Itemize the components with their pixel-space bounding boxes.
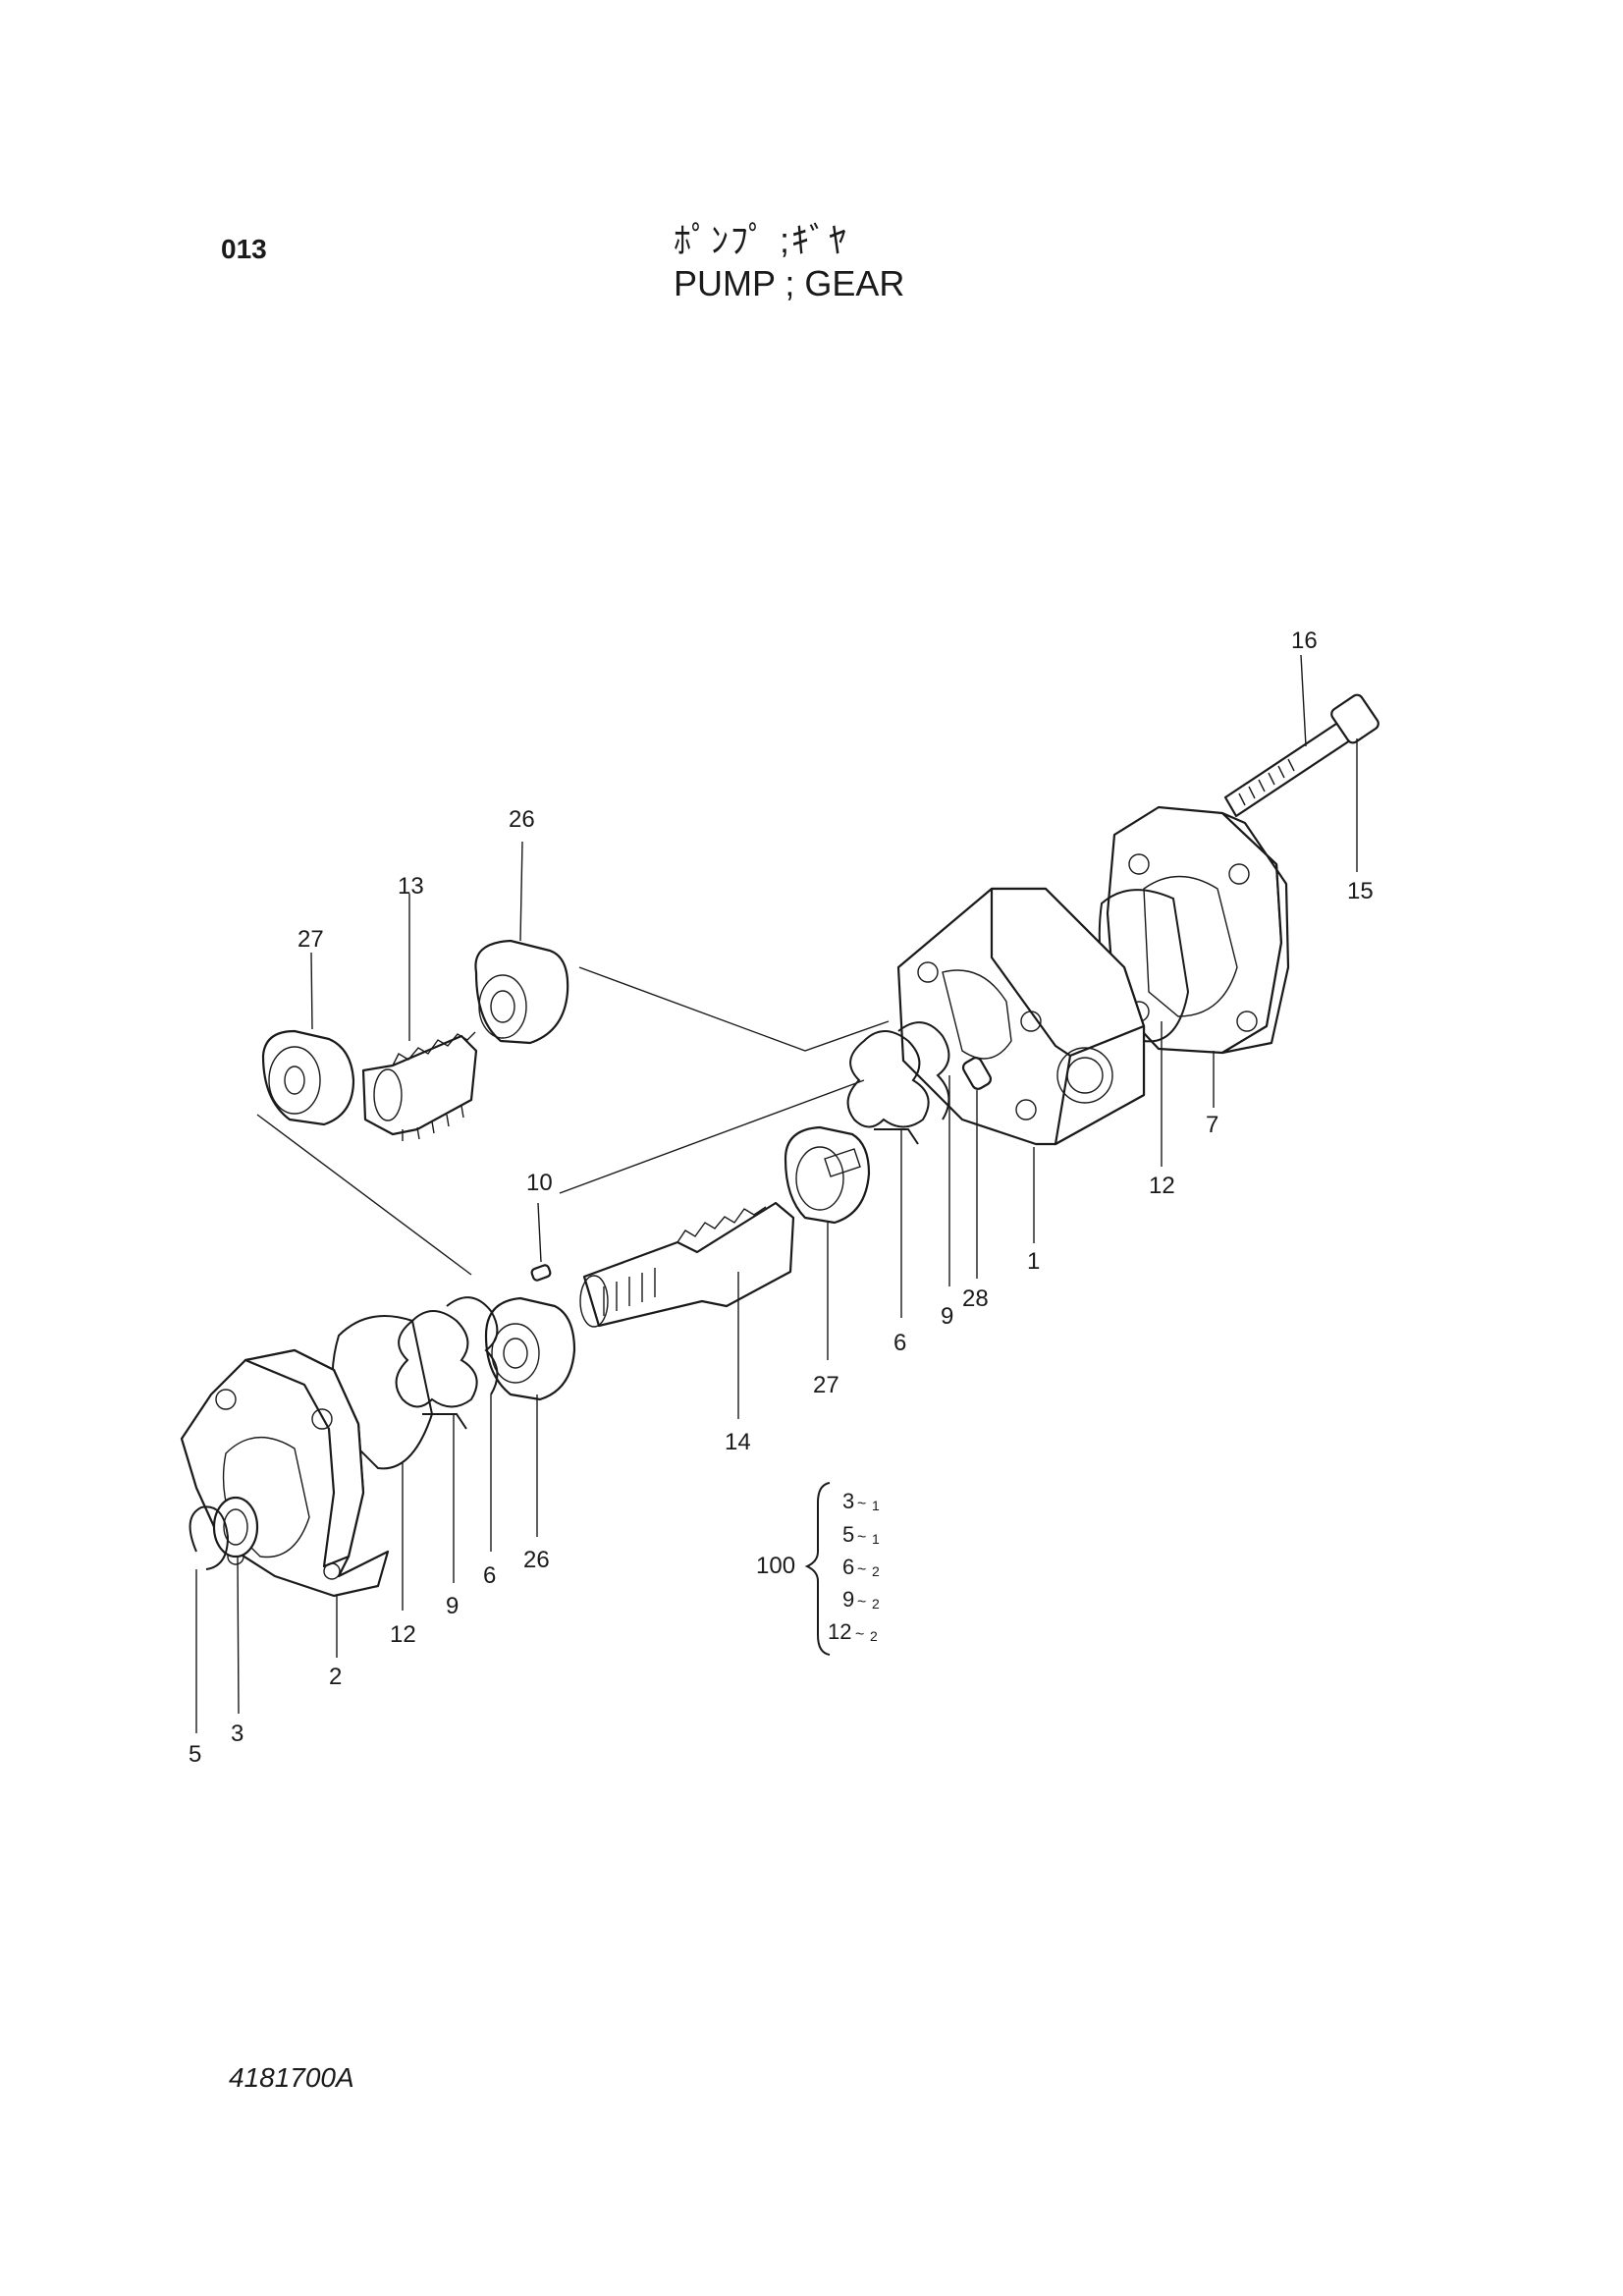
callout-6-left: 6: [483, 1562, 496, 1589]
callout-10: 10: [526, 1170, 553, 1196]
bushing-part-middle: [784, 1125, 871, 1225]
kit-number: 100: [756, 1553, 795, 1579]
kit-item-tilde: ~: [857, 1561, 866, 1578]
assembly-leader-lines: [256, 966, 890, 1276]
dowel-pin-part: [961, 1057, 993, 1090]
kit-item-qty: 1: [872, 1498, 880, 1513]
callout-28: 28: [962, 1285, 989, 1312]
kit-item-qty: 2: [872, 1563, 880, 1579]
kit-item-qty: 1: [872, 1531, 880, 1547]
callout-1: 1: [1027, 1248, 1040, 1275]
kit-item-tilde: ~: [857, 1496, 866, 1512]
kit-item-qty: 2: [870, 1628, 878, 1644]
callout-26-lower: 26: [523, 1547, 550, 1573]
kit-item: 9 ~ 2: [842, 1587, 880, 1612]
kit-item-part: 6: [842, 1555, 854, 1579]
bushing-part-top: [474, 939, 569, 1045]
callout-14: 14: [725, 1429, 751, 1455]
callout-15: 15: [1347, 878, 1374, 904]
drawing-number: 4181700A: [229, 2062, 354, 2093]
callout-9-right: 9: [941, 1303, 953, 1330]
kit-item: 6 ~ 2: [842, 1555, 880, 1579]
drive-shaft-gear-part: [579, 1201, 795, 1328]
kit-item-part: 5: [842, 1522, 854, 1547]
bushing-part-left-top: [261, 1029, 355, 1126]
callout-leader-lines: [195, 654, 1358, 1733]
callout-16: 16: [1291, 628, 1318, 654]
kit-item-qty: 2: [872, 1596, 880, 1612]
callout-2: 2: [329, 1664, 342, 1690]
callout-labels: 16 15 26 13 27 7 12 1 28 9 6 10 27 14 26…: [189, 628, 1374, 1768]
callout-3: 3: [231, 1721, 243, 1747]
key-part: [530, 1264, 552, 1282]
bushing-part-lower: [484, 1296, 576, 1401]
kit-item-tilde: ~: [857, 1594, 866, 1611]
section-number: 013: [221, 234, 267, 264]
callout-27-top: 27: [298, 926, 324, 953]
driven-gear-part: [361, 1031, 478, 1141]
kit-item: 3 ~ 1: [842, 1489, 880, 1513]
title-japanese: ﾎﾟﾝﾌﾟ ;ｷﾞﾔ: [674, 220, 849, 260]
oil-seal-part: [212, 1496, 259, 1558]
kit-item: 12 ~ 2: [828, 1619, 878, 1644]
callout-27-middle: 27: [813, 1372, 839, 1398]
title-english: PUMP ; GEAR: [674, 263, 905, 303]
callout-7: 7: [1206, 1112, 1218, 1138]
pump-body-part: [896, 887, 1146, 1146]
bolt-part: [1223, 693, 1380, 818]
kit-legend: 100 3 ~ 1 5 ~ 1 6 ~ 2 9 ~ 2 12 ~ 2: [756, 1482, 880, 1656]
callout-9-left: 9: [446, 1593, 459, 1619]
kit-item-part: 3: [842, 1489, 854, 1513]
snap-ring-part: [189, 1505, 230, 1570]
kit-item-tilde: ~: [855, 1626, 864, 1643]
kit-item: 5 ~ 1: [842, 1522, 880, 1547]
callout-13: 13: [398, 873, 424, 900]
kit-item-tilde: ~: [857, 1529, 866, 1546]
callout-5: 5: [189, 1741, 201, 1768]
callout-6-right: 6: [893, 1330, 906, 1356]
kit-item-part: 9: [842, 1587, 854, 1612]
callout-12-left: 12: [390, 1621, 416, 1648]
front-housing-part: [180, 1348, 390, 1598]
callout-12-right: 12: [1149, 1173, 1175, 1199]
callout-26-top: 26: [509, 806, 535, 833]
kit-item-part: 12: [828, 1619, 851, 1644]
